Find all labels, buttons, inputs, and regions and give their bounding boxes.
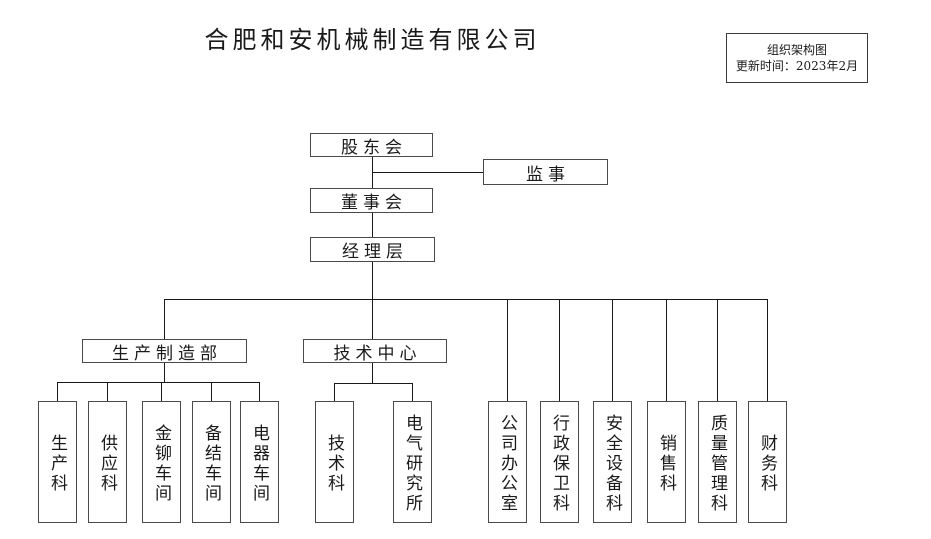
node-production-dept: 生产制造部 (82, 339, 247, 364)
connector-line (372, 262, 373, 299)
node-direct-child-5: 财务科 (748, 401, 787, 523)
node-label: 行政保卫科 (549, 413, 569, 514)
connector-line (767, 299, 768, 401)
node-direct-child-1: 行政保卫科 (540, 401, 579, 523)
connector-line (107, 382, 108, 401)
node-tech-child-0: 技术科 (315, 401, 354, 523)
connector-line (161, 382, 162, 401)
node-production-child-2: 金铆车间 (142, 401, 181, 523)
connector-line (57, 382, 58, 401)
node-tech-center-label: 技术中心 (333, 343, 422, 364)
connector-line (372, 213, 373, 237)
node-supervisor-label: 监事 (526, 164, 570, 185)
connector-line (717, 299, 718, 401)
node-direct-child-3: 销售科 (647, 401, 686, 523)
node-board: 董事会 (310, 188, 433, 213)
node-label: 安全设备科 (602, 413, 622, 514)
node-label: 技术科 (324, 433, 344, 494)
node-direct-child-0: 公司办公室 (488, 401, 527, 523)
node-label: 销售科 (656, 433, 676, 494)
node-label: 金铆车间 (151, 423, 171, 504)
connector-line (612, 299, 613, 401)
node-label: 电器车间 (249, 423, 269, 504)
connector-line (164, 299, 165, 339)
node-tech-child-1: 电气研究所 (393, 401, 432, 523)
node-management: 经理层 (310, 237, 435, 262)
node-label: 备结车间 (201, 423, 221, 504)
node-board-label: 董事会 (341, 193, 407, 213)
chart-info-line1: 组织架构图 (766, 43, 827, 57)
node-production-dept-label: 生产制造部 (112, 343, 222, 364)
connector-line (57, 382, 260, 383)
node-shareholders-label: 股东会 (341, 137, 407, 158)
node-production-child-3: 备结车间 (192, 401, 231, 523)
node-label: 供应科 (97, 433, 117, 494)
node-label: 生产科 (47, 433, 67, 494)
node-supervisor: 监事 (483, 159, 608, 185)
chart-info-line2: 更新时间：2023年2月 (735, 59, 859, 73)
node-label: 电气研究所 (402, 413, 422, 514)
connector-line (372, 299, 373, 339)
node-production-child-4: 电器车间 (240, 401, 279, 523)
connector-line (164, 299, 768, 300)
page-title: 合肥和安机械制造有限公司 (204, 26, 541, 54)
connector-line (372, 363, 373, 383)
connector-line (211, 382, 212, 401)
node-management-label: 经理层 (342, 242, 408, 262)
connector-line (412, 383, 413, 401)
node-production-child-0: 生产科 (38, 401, 77, 523)
node-label: 质量管理科 (707, 413, 727, 514)
connector-line (334, 383, 335, 401)
node-shareholders: 股东会 (310, 133, 433, 158)
node-production-child-1: 供应科 (88, 401, 127, 523)
chart-info-box: 组织架构图 更新时间：2023年2月 (726, 33, 868, 83)
connector-line (334, 383, 413, 384)
connector-line (259, 382, 260, 401)
connector-line (666, 299, 667, 401)
node-label: 公司办公室 (497, 413, 517, 514)
node-direct-child-4: 质量管理科 (698, 401, 737, 523)
connector-line (372, 172, 483, 173)
node-tech-center: 技术中心 (303, 339, 447, 364)
connector-line (559, 299, 560, 401)
node-label: 财务科 (757, 433, 777, 494)
connector-line (507, 299, 508, 401)
node-direct-child-2: 安全设备科 (593, 401, 632, 523)
connector-line (164, 363, 165, 382)
